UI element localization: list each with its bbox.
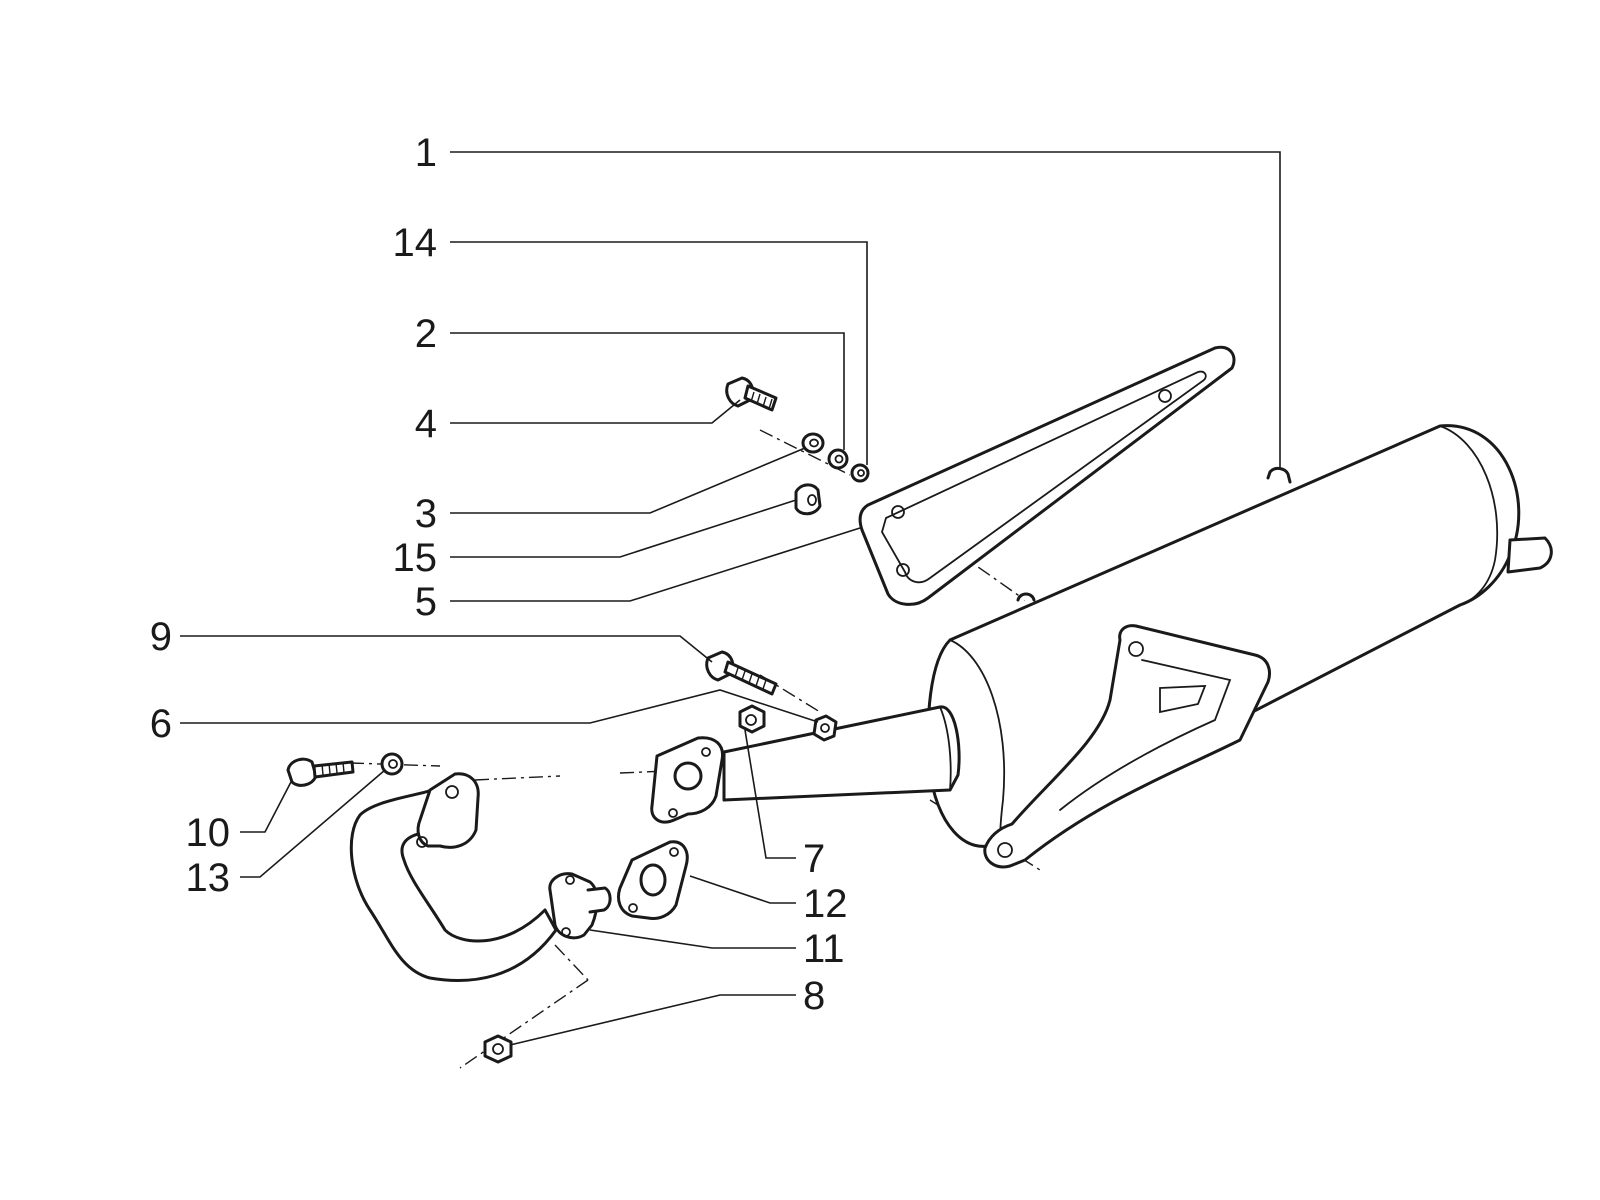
leader-13 xyxy=(240,769,386,878)
callout-2: 2 xyxy=(415,312,437,356)
callout-13: 13 xyxy=(186,856,231,900)
pipe-flange xyxy=(650,736,725,824)
leader-15 xyxy=(450,499,797,558)
leader-4 xyxy=(450,399,741,424)
nut-8 xyxy=(483,1034,513,1064)
nut-6 xyxy=(812,714,838,742)
header-pipe xyxy=(349,772,612,983)
bolt-9 xyxy=(705,650,778,696)
bolt-4 xyxy=(725,376,778,412)
callout-9: 9 xyxy=(150,615,172,659)
leader-7 xyxy=(744,729,796,859)
leader-8 xyxy=(509,994,796,1046)
muffler-side-bracket xyxy=(983,624,1271,869)
callout-7: 7 xyxy=(803,837,825,881)
leader-3 xyxy=(450,447,806,514)
leader-14 xyxy=(450,241,868,465)
leader-2 xyxy=(450,332,845,450)
callout-6: 6 xyxy=(150,702,172,746)
callout-labels: 1 14 2 4 3 15 5 9 6 10 13 7 12 11 8 xyxy=(150,131,848,1018)
callout-15: 15 xyxy=(393,536,438,580)
bolt-10 xyxy=(286,757,355,787)
triangular-bracket xyxy=(858,345,1236,606)
leader-11 xyxy=(589,929,796,949)
leader-6 xyxy=(180,689,819,724)
leader-9 xyxy=(180,635,713,663)
gasket-12 xyxy=(617,840,689,920)
callout-4: 4 xyxy=(415,402,437,446)
nut-7 xyxy=(738,704,766,734)
callout-10: 10 xyxy=(186,811,231,855)
washer-14 xyxy=(850,463,870,483)
leader-12 xyxy=(689,875,796,904)
callout-12: 12 xyxy=(803,882,848,926)
leader-10 xyxy=(240,779,293,833)
callout-5: 5 xyxy=(415,580,437,624)
callout-8: 8 xyxy=(803,974,825,1018)
tail-pipe xyxy=(722,705,961,802)
callout-3: 3 xyxy=(415,492,437,536)
leader-1 xyxy=(450,151,1281,470)
washer-2 xyxy=(827,448,849,470)
callout-14: 14 xyxy=(393,221,438,265)
muffler xyxy=(926,424,1553,848)
callout-1: 1 xyxy=(415,131,437,175)
leader-lines xyxy=(180,151,1281,1046)
washer-3 xyxy=(801,432,825,454)
callout-11: 11 xyxy=(803,927,845,971)
spacer-15 xyxy=(794,483,822,516)
leader-5 xyxy=(450,527,861,602)
washer-13 xyxy=(380,752,404,776)
